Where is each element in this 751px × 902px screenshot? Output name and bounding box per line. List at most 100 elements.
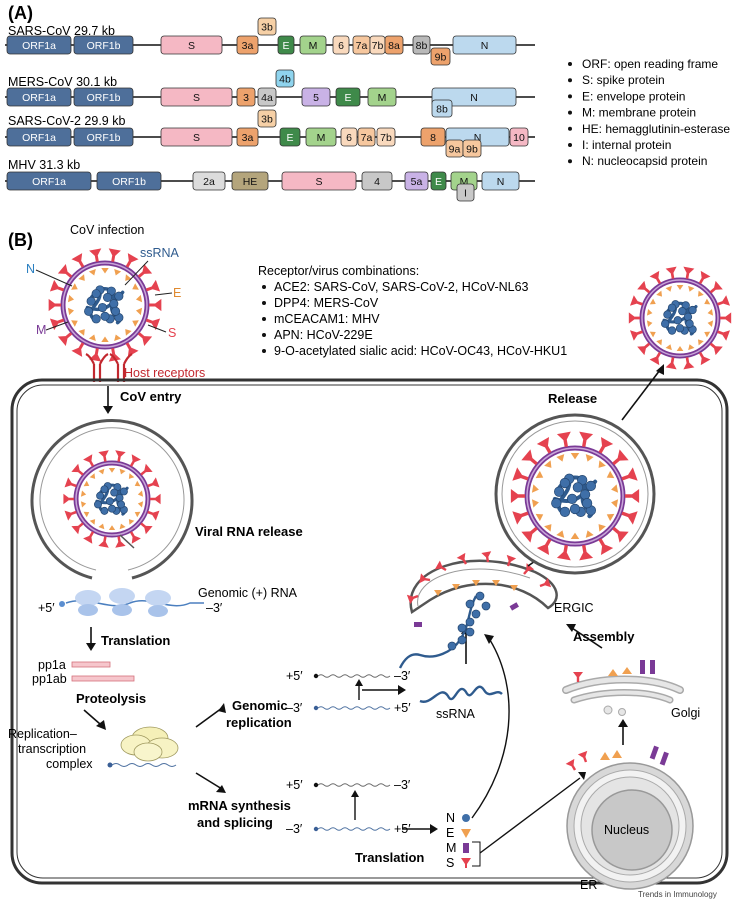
svg-text:9b: 9b xyxy=(435,52,447,64)
svg-text:I: I xyxy=(464,188,467,200)
arrow-to-ssrna-head xyxy=(398,685,406,695)
svg-text:I: internal protein: I: internal protein xyxy=(582,138,671,152)
svg-text:ORF1b: ORF1b xyxy=(87,40,121,52)
pp1a-bar xyxy=(71,661,111,668)
gene-8a: 8a xyxy=(384,35,404,55)
rep-minus3: –3′ xyxy=(394,669,411,683)
svg-text:N: N xyxy=(470,92,478,104)
virion-label-s: S xyxy=(168,326,176,340)
gene-e: E xyxy=(430,171,447,191)
svg-text:M: M xyxy=(460,176,469,188)
svg-text:4: 4 xyxy=(374,176,380,188)
svg-text:E: envelope protein: E: envelope protein xyxy=(582,89,685,103)
svg-text:N: nucleocapsid protein: N: nucleocapsid protein xyxy=(582,154,707,168)
legend-item: ORF: open reading frame xyxy=(568,57,718,71)
leader-m xyxy=(45,321,69,331)
gene-e: E xyxy=(279,127,301,147)
gene-orf1a: ORF1a xyxy=(6,35,72,55)
proteolysis-label: Proteolysis xyxy=(76,691,146,706)
svg-text:5: 5 xyxy=(313,92,319,104)
host-receptors xyxy=(85,353,133,382)
rep-plus5: +5′ xyxy=(286,669,303,683)
svg-text:9-O-acetylated sialic acid: HC: 9-O-acetylated sialic acid: HCoV-OC43, H… xyxy=(274,344,567,358)
endocytosed-virion xyxy=(63,450,161,548)
legend-item: M: membrane protein xyxy=(568,106,696,120)
svg-text:10: 10 xyxy=(513,132,525,144)
svg-text:N: N xyxy=(474,132,482,144)
svg-text:2a: 2a xyxy=(203,176,215,188)
mrna-strands xyxy=(313,782,391,832)
arrow-assembly-head xyxy=(566,624,576,632)
receptor-title: Receptor/virus combinations: xyxy=(258,264,419,278)
svg-text:E: E xyxy=(435,176,442,188)
svg-text:DPP4: MERS-CoV: DPP4: MERS-CoV xyxy=(274,296,379,310)
arrow-to-mrna-head xyxy=(216,785,226,793)
protein-e-icon xyxy=(461,829,471,838)
svg-text:ORF1a: ORF1a xyxy=(32,176,66,188)
gene-s: S xyxy=(160,127,233,147)
genomic-5prime: +5′ xyxy=(38,601,55,615)
pp1ab-label: pp1ab xyxy=(32,672,67,686)
svg-text:mCEACAM1: MHV: mCEACAM1: MHV xyxy=(274,312,380,326)
gene-s: S xyxy=(281,171,357,191)
svg-text:ORF1b: ORF1b xyxy=(87,92,121,104)
gene-n: N xyxy=(481,171,520,191)
virion-label-ssrna: ssRNA xyxy=(140,246,180,260)
receptor-list: ACE2: SARS-CoV, SARS-CoV-2, HCoV-NL63DPP… xyxy=(262,280,567,358)
panel-b-label: (B) xyxy=(8,230,33,250)
rtc-line3: complex xyxy=(46,757,93,771)
virion-label-e: E xyxy=(173,286,181,300)
arrow-er-to-golgi-head xyxy=(618,719,628,727)
gene-orf1a: ORF1a xyxy=(6,87,72,107)
svg-text:9b: 9b xyxy=(466,144,478,156)
svg-text:ORF1a: ORF1a xyxy=(22,92,56,104)
er-proteins xyxy=(565,745,669,773)
svg-text:M: membrane protein: M: membrane protein xyxy=(582,106,696,120)
extracellular-virion xyxy=(628,266,732,370)
mrna-plus5: +5′ xyxy=(286,778,303,792)
arrow-to-mrna xyxy=(195,772,223,790)
ssrna-squiggle xyxy=(419,685,503,703)
arrow-to-proteins-head xyxy=(430,824,438,834)
host-cell-outer xyxy=(10,378,729,885)
svg-text:3a: 3a xyxy=(242,40,254,52)
svg-text:ORF1a: ORF1a xyxy=(22,40,56,52)
host-cell-inner xyxy=(16,384,723,879)
gene-3b: 3b xyxy=(257,109,277,128)
svg-text:M: M xyxy=(317,132,326,144)
svg-text:7a: 7a xyxy=(356,40,368,52)
legend-item: I: internal protein xyxy=(568,138,671,152)
arrow-to-replication xyxy=(195,707,223,728)
svg-text:ORF1b: ORF1b xyxy=(87,132,121,144)
mrna-minus3: –3′ xyxy=(394,778,411,792)
gene-5: 5 xyxy=(301,87,331,107)
svg-text:S: S xyxy=(193,92,200,104)
arrow-exit xyxy=(621,369,661,421)
gene-3: 3 xyxy=(236,87,256,107)
leader-s xyxy=(147,324,167,333)
svg-text:HE: hemagglutinin-esterase: HE: hemagglutinin-esterase xyxy=(582,122,730,136)
protein-s: S xyxy=(446,856,454,870)
entry-arrowhead xyxy=(103,406,113,414)
protein-n-icon xyxy=(462,814,470,822)
release-tear xyxy=(119,534,135,549)
translation-label: Translation xyxy=(101,633,170,648)
svg-text:HE: HE xyxy=(243,176,258,188)
gene-he: HE xyxy=(231,171,269,191)
gene-7a: 7a xyxy=(352,35,371,55)
gene-4b: 4b xyxy=(275,69,295,88)
golgi xyxy=(562,675,684,716)
genomic-3prime: –3′ xyxy=(206,601,223,615)
gene-m: M xyxy=(299,35,327,55)
receptor-item: APN: HCoV-229E xyxy=(262,328,373,342)
svg-text:3: 3 xyxy=(243,92,249,104)
gene-10: 10 xyxy=(509,127,529,147)
gene-s: S xyxy=(160,87,233,107)
replication-transcription-complex xyxy=(107,726,179,768)
gene-3a: 3a xyxy=(236,35,259,55)
leader-e xyxy=(154,292,173,296)
svg-text:3a: 3a xyxy=(242,132,254,144)
gene-s: S xyxy=(160,35,223,55)
